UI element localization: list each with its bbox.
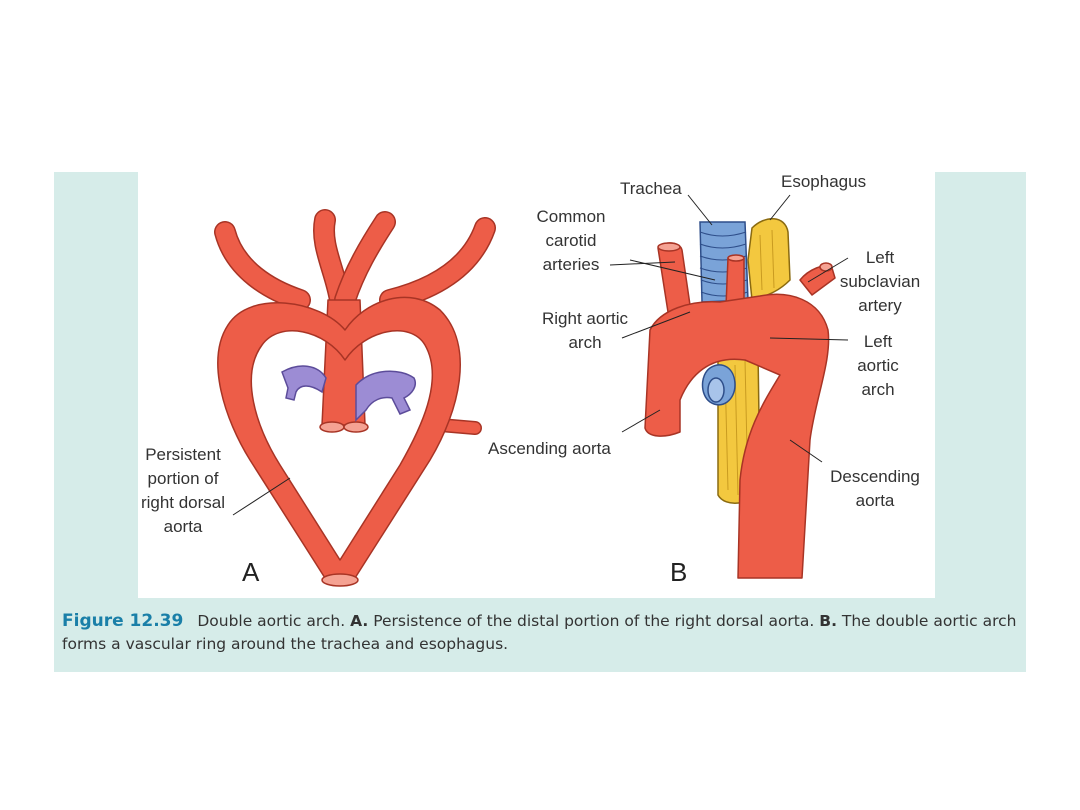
caption-a-text: Persistence of the distal portion of the…: [373, 612, 815, 630]
aortic-ring: [217, 296, 461, 579]
label-descending-aorta: Descending aorta: [830, 467, 920, 510]
caption-a-marker: A.: [350, 612, 369, 630]
trunk-opening-right: [343, 421, 369, 433]
caption-title: Double aortic arch.: [197, 612, 346, 630]
figure-caption: Figure 12.39 Double aortic arch. A. Persi…: [62, 610, 1017, 656]
panel-letter-b: B: [670, 557, 688, 587]
branch-vessels: [214, 209, 496, 435]
panel-letter-a: A: [242, 557, 260, 587]
panel-a-aortic-arches: [214, 209, 496, 587]
leader-persistent: [232, 477, 291, 516]
leader-lines-b: [609, 194, 849, 463]
label-trachea: Trachea: [620, 179, 682, 198]
caption-b-text: The double aortic arch forms a vascular …: [62, 612, 1017, 653]
label-common-carotid-arteries: Common carotid arteries: [536, 207, 606, 274]
label-ascending-aorta: Ascending aorta: [488, 439, 611, 458]
aorta-b: [644, 242, 836, 579]
aorta-opening-bottom: [321, 573, 359, 587]
caption-b-marker: B.: [819, 612, 837, 630]
label-left-subclavian-artery: Left subclavian artery: [839, 248, 921, 315]
figure-number: Figure 12.39: [62, 611, 184, 631]
label-right-aortic-arch: Right aortic arch: [542, 309, 628, 352]
trunk-opening-left: [319, 421, 345, 433]
label-esophagus: Esophagus: [781, 172, 867, 191]
pulmonary-vessels: [281, 365, 416, 422]
label-left-aortic-arch: Left aortic arch: [857, 332, 899, 399]
label-persistent-portion: Persistent portion of right dorsal aorta: [140, 445, 226, 536]
